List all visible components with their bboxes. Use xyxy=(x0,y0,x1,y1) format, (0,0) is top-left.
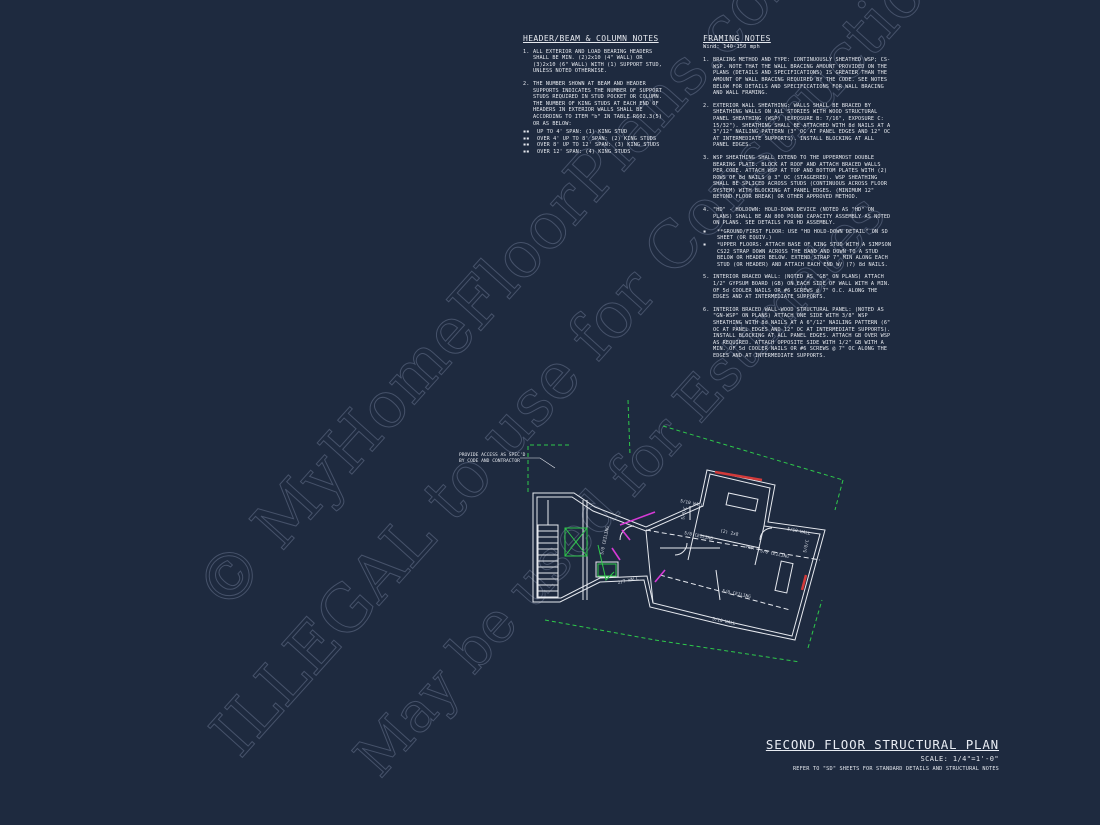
wall-label: 5/10 WALL xyxy=(680,498,705,509)
interior-wall xyxy=(687,505,701,561)
roof-outline-right xyxy=(662,425,844,481)
braced-wall-mark xyxy=(619,511,656,526)
roof-outline-right-2 xyxy=(834,479,844,511)
roof-outline-bottom-2 xyxy=(654,639,801,663)
door-swing xyxy=(759,527,773,541)
note-number: 2. xyxy=(703,102,710,109)
framing-note-3: 3. WSP SHEATHING SHALL EXTEND TO THE UPP… xyxy=(703,155,893,201)
framing-note-5: 5. INTERIOR BRACED WALL: (NOTED AS "GB" … xyxy=(703,274,893,300)
plan-title: SECOND FLOOR STRUCTURAL PLAN xyxy=(765,737,999,752)
note-text: INTERIOR BRACED WALL: (NOTED AS "GB" ON … xyxy=(713,274,891,301)
wall-label: 2/7 WALL xyxy=(617,576,639,586)
callout-line-2: BY CODE AND CONTRACTOR xyxy=(459,458,520,464)
door-swing xyxy=(619,525,635,541)
framing-note-4: 4. "HD" - HOLDOWN: HOLD-DOWN DEVICE (NOT… xyxy=(703,207,893,227)
header-marks xyxy=(714,470,808,591)
note-number: 1. xyxy=(703,57,710,64)
plan-labels: 5/10 WALL 5/10 WALL 5/10 WALL 5/0 CEILIN… xyxy=(599,498,811,627)
header-mark xyxy=(714,470,763,482)
note-text: INTERIOR BRACED WALL-WOOD STRUCTURAL PAN… xyxy=(713,306,891,359)
note-number: 2. xyxy=(523,80,530,87)
interior-wall xyxy=(699,534,761,549)
wall-label: 5/10 WALL xyxy=(787,526,812,537)
framing-note-2: 2. EXTERIOR WALL SHEATHING: WALLS SHALL … xyxy=(703,103,893,149)
ceiling-label: 5/0 CEILING xyxy=(599,525,611,555)
header-notes-title: HEADER/BEAM & COLUMN NOTES xyxy=(523,34,659,43)
roof-outline-right-3 xyxy=(807,599,823,649)
header-beam-notes: HEADER/BEAM & COLUMN NOTES 1. ALL EXTERI… xyxy=(523,34,663,162)
note-text: THE NUMBER SHOWN AT BEAM AND HEADER SUPP… xyxy=(533,80,662,127)
shaft-outline xyxy=(564,527,617,581)
note-number: 5. xyxy=(703,274,710,281)
framing-note-6: 6. INTERIOR BRACED WALL-WOOD STRUCTURAL … xyxy=(703,307,893,360)
braced-wall-mark xyxy=(654,569,666,583)
roof-outline-bottom xyxy=(544,619,656,641)
list-item: ▪▪OVER 8' UP TO 12' SPAN: (3) KING STUDS xyxy=(523,142,660,149)
holdown-list: ▪**GROUND/FIRST FLOOR: USE "HD HOLD-DOWN… xyxy=(703,229,893,269)
side-label: 5/0/C xyxy=(802,539,811,554)
vanity-2 xyxy=(774,560,794,594)
note-number: 6. xyxy=(703,306,710,313)
beam-label: (2) 2x8 xyxy=(720,528,740,538)
plan-reference-note: REFER TO "SD" SHEETS FOR STANDARD DETAIL… xyxy=(792,766,999,772)
beam-line xyxy=(645,529,821,561)
note-text: ALL EXTERIOR AND LOAD BEARING HEADERS SH… xyxy=(533,48,662,75)
shaft xyxy=(564,527,588,557)
beam-line xyxy=(659,574,791,611)
plan-scale: SCALE: 1/4"=1'-0" xyxy=(920,755,999,763)
note-number: 1. xyxy=(523,48,530,55)
joist-arrow xyxy=(715,569,721,601)
stair xyxy=(537,500,559,598)
ceiling-label: 5/0 CEILING xyxy=(760,548,790,560)
header-note-1: 1. ALL EXTERIOR AND LOAD BEARING HEADERS… xyxy=(523,49,663,75)
ceiling-label: 5/0 CEILING xyxy=(722,588,752,600)
list-item: ▪▪OVER 12' SPAN: (4) KING STUDS xyxy=(523,148,631,155)
framing-notes-title: FRAMING NOTES xyxy=(703,34,771,43)
wall-label: 5/10 WALL xyxy=(712,616,737,627)
ceiling-label: 5/0 CEILING xyxy=(684,530,714,542)
header-label: HDR xyxy=(746,544,755,552)
note-text: BRACING METHOD AND TYPE: CONTINUOUSLY SH… xyxy=(713,57,891,97)
closet xyxy=(595,561,619,578)
list-item: ▪▪UP TO 4' SPAN: (1) KING STUD xyxy=(523,129,628,136)
access-callout: PROVIDE ACCESS AS SPEC'D BY CODE AND CON… xyxy=(459,453,525,464)
wind-speed: Wind: 140-150 mph xyxy=(703,43,760,50)
title-block: SECOND FLOOR STRUCTURAL PLAN SCALE: 1/4"… xyxy=(766,737,999,772)
wall-lines xyxy=(532,469,826,641)
framing-note-1: 1. BRACING METHOD AND TYPE: CONTINUOUSLY… xyxy=(703,57,893,97)
note-text: "HD" - HOLDOWN: HOLD-DOWN DEVICE (NOTED … xyxy=(713,207,891,227)
braced-wall-mark xyxy=(611,547,621,561)
list-item: ▪▪OVER 4' UP TO 8' SPAN: (2) KING STUDS xyxy=(523,135,657,142)
king-stud-list: ▪▪UP TO 4' SPAN: (1) KING STUD ▪▪OVER 4'… xyxy=(523,129,663,155)
header-mark xyxy=(800,574,808,591)
green-step xyxy=(597,544,615,581)
callout-leader xyxy=(520,457,556,469)
note-number: 3. xyxy=(703,154,710,161)
door-swing xyxy=(674,542,688,556)
callout-line-1: PROVIDE ACCESS AS SPEC'D xyxy=(459,453,526,458)
side-label: 5/0/C xyxy=(680,506,689,521)
header-note-2: 2. THE NUMBER SHOWN AT BEAM AND HEADER S… xyxy=(523,81,663,127)
note-text: EXTERIOR WALL SHEATHING: WALLS SHALL BE … xyxy=(713,102,891,149)
list-item: ▪**GROUND/FIRST FLOOR: USE "HD HOLD-DOWN… xyxy=(703,228,888,242)
roof-outline xyxy=(527,399,844,663)
framing-notes: FRAMING NOTES Wind: 140-150 mph 1. BRACI… xyxy=(703,34,893,366)
list-item: ▪*UPPER FLOORS: ATTACH BASE OF KING STUD… xyxy=(703,242,892,268)
note-number: 4. xyxy=(703,207,710,214)
shaft-x xyxy=(564,527,588,557)
interior-wall xyxy=(645,530,654,604)
green-closet xyxy=(597,563,617,577)
vanity xyxy=(725,492,759,512)
roof-outline-top xyxy=(627,399,631,456)
braced-wall-mark xyxy=(621,529,631,541)
note-text: WSP SHEATHING SHALL EXTEND TO THE UPPERM… xyxy=(713,154,888,201)
braced-wall-marks xyxy=(611,511,666,583)
roof-outline-upper xyxy=(527,444,572,492)
